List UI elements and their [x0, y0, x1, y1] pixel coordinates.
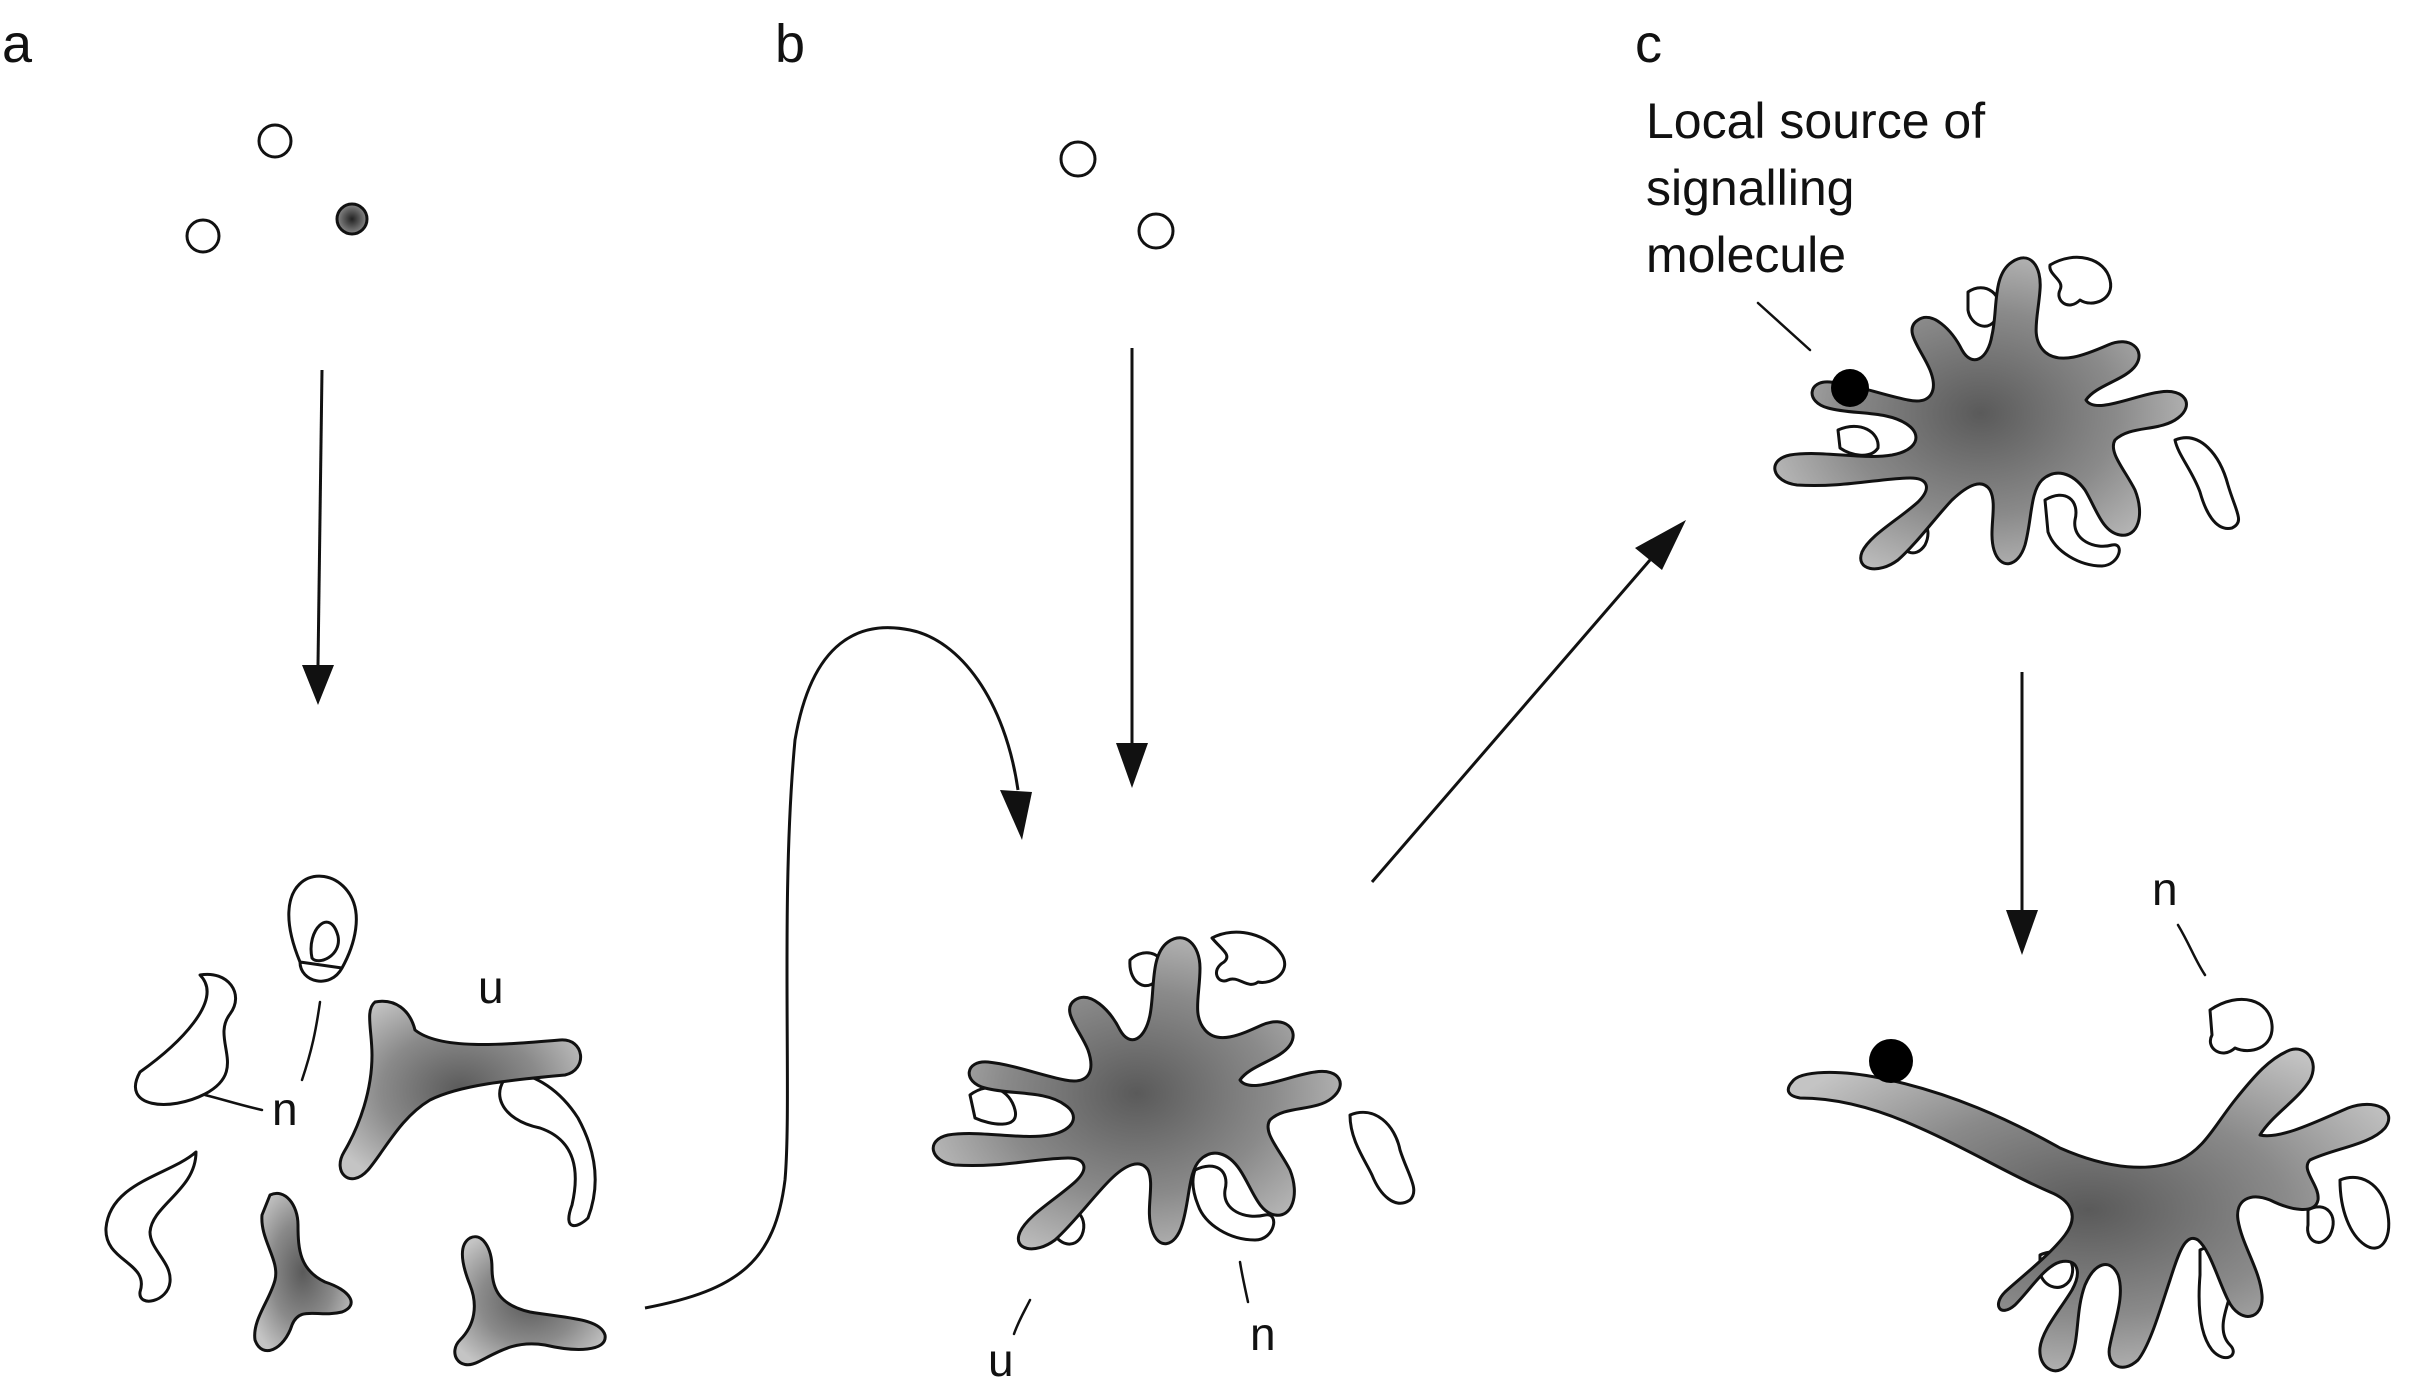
neuron-outline-cell [104, 1150, 198, 1303]
signal-label-line2: signalling [1646, 160, 1854, 216]
label-b-n: n [1250, 1308, 1276, 1360]
arrow-a-to-b [644, 626, 1032, 1310]
neuron-outline-cell [1191, 1164, 1276, 1242]
precursor-cell-committed [335, 202, 369, 236]
cell-cluster [931, 936, 1342, 1251]
signal-label-line3: molecule [1646, 227, 1846, 283]
panel-label-a: a [2, 14, 33, 74]
label-b-u: u [988, 1334, 1014, 1386]
leader-a-n-1 [300, 1000, 322, 1082]
neuron-outline-cell [287, 874, 358, 983]
neuron-outline-cell [2306, 1205, 2335, 1244]
panel-a-arrow-down [302, 369, 334, 705]
label-a-u: u [478, 961, 504, 1013]
panel-label-c: c [1635, 14, 1662, 74]
panel-c-arrow-down [2006, 672, 2038, 955]
panel-c-cluster-top [1773, 255, 2241, 571]
neuron-outline-cell [1836, 424, 1880, 457]
neuron-outline-cell [1348, 1111, 1416, 1205]
precursor-cell [257, 123, 293, 159]
polarized-cell [1786, 1047, 2391, 1373]
uncommitted-cell [453, 1235, 607, 1366]
neuron-outline-cell [498, 1070, 597, 1227]
panel-c-polarized-cell [1786, 997, 2391, 1373]
leader-b-n [1238, 1260, 1250, 1304]
neuron-outline-cell [2048, 255, 2113, 307]
signal-source-dot [1869, 1039, 1913, 1083]
signal-label-line1: Local source of [1646, 93, 1985, 149]
leader-signal-source [1756, 301, 1812, 352]
neuron-outline-cell [2338, 1176, 2391, 1250]
signal-source-dot [1831, 369, 1869, 407]
precursor-cell [1059, 140, 1097, 178]
arrow-b-to-c [1370, 520, 1686, 883]
neuron-outline-cell [2173, 436, 2241, 530]
panel-b-cluster [931, 930, 1416, 1251]
neuron-outline-cell [133, 972, 237, 1106]
cell-cluster [1773, 256, 2188, 571]
precursor-cell [1137, 212, 1175, 250]
label-c-n: n [2152, 863, 2178, 915]
neuron-outline-cell [1210, 930, 1286, 986]
panel-label-b: b [775, 14, 805, 74]
neuron-outline-cell [2043, 493, 2121, 568]
uncommitted-cell [253, 1191, 353, 1353]
neuron-outline-cell [2208, 997, 2274, 1055]
leader-a-n-2 [203, 1093, 264, 1112]
panel-b-precursor-cells [1059, 140, 1175, 250]
precursor-cell [185, 218, 221, 254]
panel-a-precursor-cells [185, 123, 369, 254]
panel-b-arrow-down [1116, 348, 1148, 788]
leader-b-u [1012, 1298, 1032, 1336]
panel-a-differentiated-cells [104, 874, 607, 1366]
leader-c-n [2176, 923, 2207, 977]
uncommitted-cell [338, 999, 583, 1181]
label-a-n: n [272, 1083, 298, 1135]
